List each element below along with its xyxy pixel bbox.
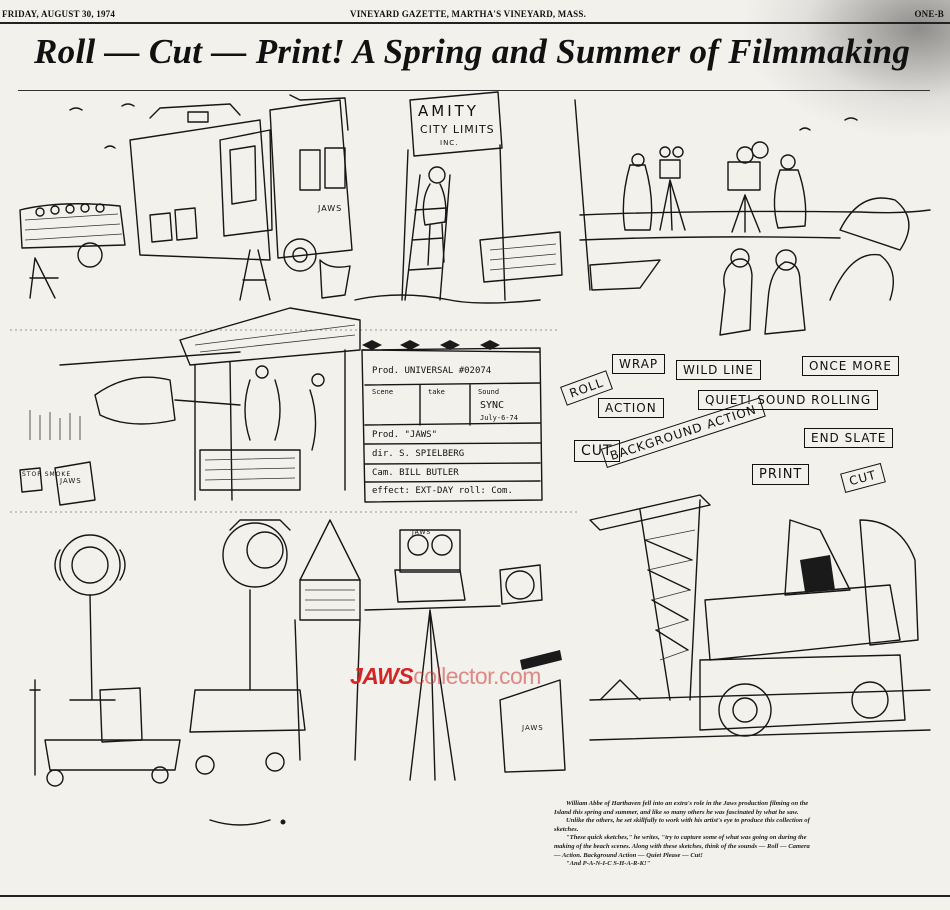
slate-camera: Cam. BILL BUTLER — [372, 468, 459, 478]
shed-sign: STOP SMOKE — [22, 471, 72, 478]
slate-title: Prod. "JAWS" — [372, 430, 438, 440]
truck-label: JAWS — [318, 204, 343, 213]
watermark: JAWScollector.com — [350, 663, 541, 690]
amity-sign-line3: INC. — [440, 139, 459, 147]
caption-paragraph-2: Unlike the others, he set skillfully to … — [554, 817, 810, 833]
slate-scene: Scene — [372, 388, 394, 396]
crane-shark-sketch — [589, 494, 931, 741]
headline-rule — [18, 90, 930, 91]
beach-camera-sketch — [574, 99, 931, 336]
term-once-more: ONCE MORE — [802, 356, 899, 376]
top-rule — [0, 22, 950, 24]
headline: Roll — Cut — Print! A Spring and Summer … — [34, 32, 911, 71]
amity-sign-sketch — [354, 91, 563, 304]
term-action: ACTION — [598, 398, 664, 418]
term-end-slate: END SLATE — [804, 428, 894, 448]
trucks-sketch — [19, 94, 353, 301]
board-sign: JAWS — [60, 477, 82, 485]
amity-sign-line1: AMITY — [418, 102, 479, 120]
helicopter-gazebo-sketch — [19, 307, 361, 506]
term-wild-line: WILD LINE — [676, 360, 761, 380]
camera-chair-label: JAWS — [412, 529, 432, 536]
slate-prod: Prod. UNIVERSAL #02074 — [372, 366, 492, 376]
caption-paragraph-3: "These quick sketches," he writes, "try … — [554, 834, 810, 859]
slate-take: take — [428, 388, 445, 396]
equipment-sketch — [29, 519, 566, 787]
slate-date: July-6-74 — [480, 414, 518, 422]
term-quiet-sound-rolling: QUIET! SOUND ROLLING — [698, 390, 879, 410]
bucket-label: JAWS — [522, 724, 544, 732]
slate-director: dir. S. SPIELBERG — [372, 449, 465, 459]
masthead: FRIDAY, AUGUST 30, 1974 VINEYARD GAZETTE… — [0, 6, 950, 22]
slate-sound: Sound — [478, 388, 500, 396]
watermark-jaws: JAWS — [350, 663, 414, 689]
masthead-date: FRIDAY, AUGUST 30, 1974 — [2, 9, 116, 19]
slate-sync: SYNC — [480, 400, 505, 411]
caption: William Abbe of Harthaven fell into an e… — [554, 800, 812, 869]
footer-rule — [0, 895, 950, 897]
term-cut: CUT — [574, 440, 620, 462]
masthead-paper-name: VINEYARD GAZETTE, MARTHA'S VINEYARD, MAS… — [350, 9, 587, 19]
term-print: PRINT — [752, 464, 810, 485]
caption-paragraph-1: William Abbe of Harthaven fell into an e… — [554, 800, 809, 816]
watermark-collector: collector.com — [413, 663, 541, 689]
caption-paragraph-4: "And P-A-N-I-C S-H-A-R-K!" — [566, 860, 651, 868]
term-wrap: WRAP — [612, 354, 666, 374]
clapperboard-sketch — [361, 340, 543, 503]
amity-sign-line2: CITY LIMITS — [420, 123, 495, 136]
masthead-section: ONE-B — [914, 9, 944, 19]
stray-mark — [209, 819, 271, 826]
slate-effect: effect: EXT-DAY roll: Com. — [372, 486, 513, 496]
